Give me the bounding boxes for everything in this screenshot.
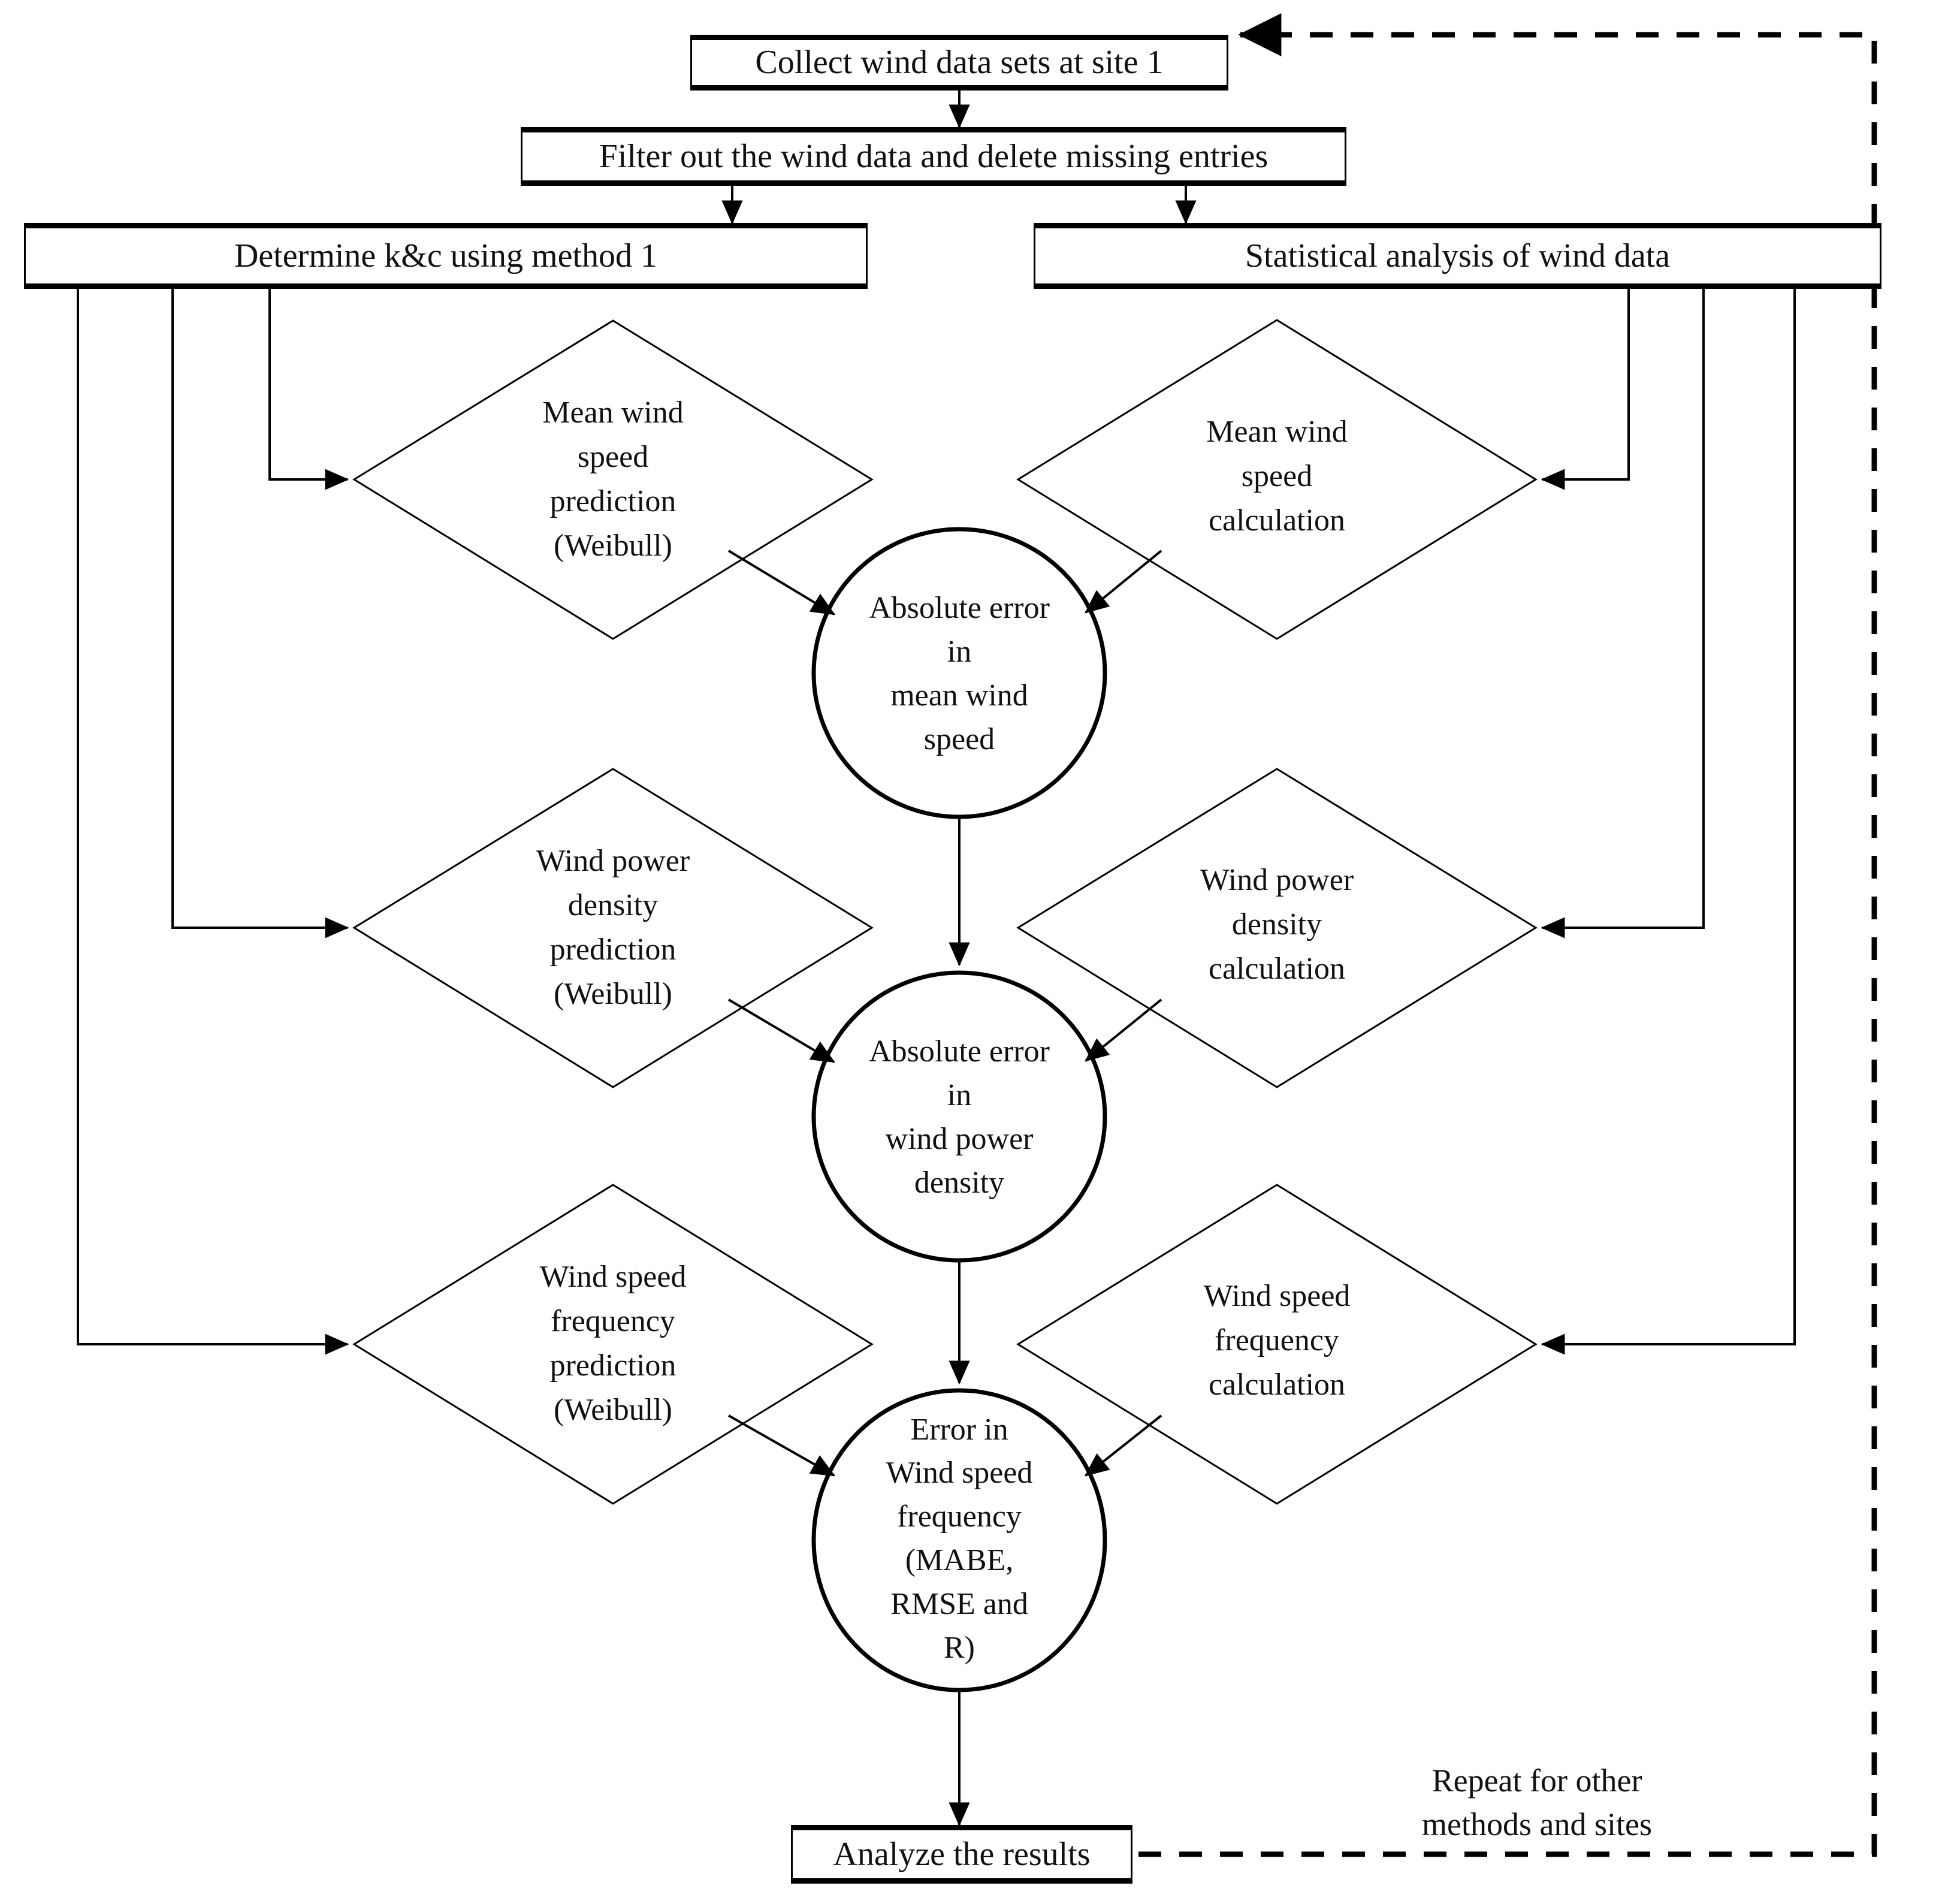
node-determine-kc-label: Determine k&c using method 1 <box>234 237 658 274</box>
edge-stat-to-wsf-calculation <box>1541 286 1796 1355</box>
edge-feedback-analyze-to-collect <box>1138 13 1877 1857</box>
diamond-mws-calculation <box>1016 319 1538 640</box>
feedback-loop-note-line-1: Repeat for other <box>1431 1763 1642 1799</box>
diamond-wsf-calculation <box>1016 1184 1538 1505</box>
edge-stat-to-wpd-calculation <box>1541 286 1705 939</box>
edge-mws-prediction-to-error <box>727 550 836 615</box>
circle-error-wind-power-density <box>811 970 1107 1263</box>
node-statistical-analysis-label: Statistical analysis of wind data <box>1245 237 1671 274</box>
edge-kc-to-mws-prediction <box>268 286 349 490</box>
node-analyze-results-label: Analyze the results <box>833 1835 1091 1873</box>
node-collect-wind-data[interactable]: Collect wind data sets at site 1 <box>690 35 1228 90</box>
diamond-wpd-prediction <box>352 768 874 1088</box>
feedback-loop-note-line-2: methods and sites <box>1422 1806 1652 1842</box>
diamond-wpd-calculation <box>1016 768 1538 1088</box>
diamond-wsf-prediction <box>352 1184 874 1505</box>
edge-mws-calculation-to-error <box>1085 550 1162 614</box>
edge-kc-to-wpd-prediction <box>171 286 349 939</box>
circle-error-wind-speed-frequency <box>811 1388 1107 1692</box>
edge-stat-to-mws-calculation <box>1541 286 1630 490</box>
diamond-mws-prediction <box>352 319 874 640</box>
node-collect-wind-data-label: Collect wind data sets at site 1 <box>755 44 1164 82</box>
edge-wsf-prediction-to-error <box>728 1414 836 1477</box>
edge-wpd-prediction-to-error <box>727 998 836 1063</box>
feedback-loop-note: Repeat for other methods and sites <box>1345 1759 1729 1846</box>
edge-wpd-calculation-to-error <box>1085 998 1162 1062</box>
node-determine-kc[interactable]: Determine k&c using method 1 <box>24 223 868 289</box>
edge-wsf-calculation-to-error <box>1085 1414 1162 1477</box>
node-filter-wind-data-label: Filter out the wind data and delete miss… <box>599 137 1269 175</box>
circle-error-mean-wind-speed <box>811 527 1107 819</box>
node-statistical-analysis[interactable]: Statistical analysis of wind data <box>1034 223 1881 289</box>
edge-kc-to-wsf-prediction <box>77 286 349 1355</box>
node-analyze-results[interactable]: Analyze the results <box>791 1825 1132 1884</box>
node-filter-wind-data[interactable]: Filter out the wind data and delete miss… <box>521 127 1346 186</box>
